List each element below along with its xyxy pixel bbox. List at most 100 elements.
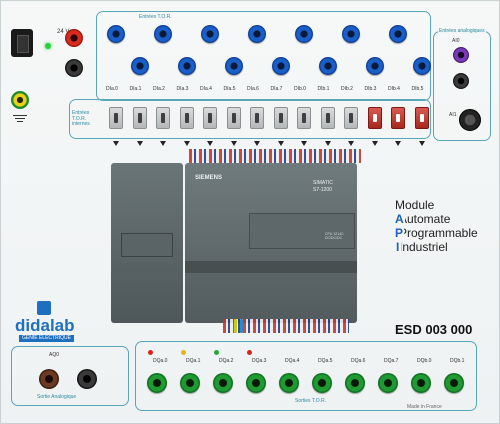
digital-outputs-frame-label: Sorties T.O.R. <box>295 398 327 404</box>
output-label: DQa.3 <box>252 358 267 364</box>
input-jack-dib-2[interactable] <box>342 25 360 43</box>
input-switch-6[interactable] <box>250 107 264 129</box>
ai-ground-jack[interactable] <box>453 73 469 89</box>
output-jack-dqa-6[interactable] <box>345 373 365 393</box>
input-switch-1[interactable] <box>132 107 147 129</box>
aq0-jack[interactable] <box>39 369 59 389</box>
plc-cpu: SIEMENS SIMATIC S7-1200 CPU 1214C DC/DC/… <box>185 163 357 323</box>
input-switch-2[interactable] <box>156 107 170 129</box>
input-label: DIa.0 <box>106 86 118 92</box>
output-jack-dqa-3[interactable] <box>246 373 266 393</box>
arrow-down-icon <box>183 141 190 146</box>
ai0-jack[interactable] <box>453 47 469 63</box>
earth-ground-icon <box>13 113 27 123</box>
ai1-potentiometer-knob[interactable] <box>459 109 481 131</box>
made-in-label: Made in France <box>407 404 442 410</box>
input-jack-dia-1[interactable] <box>130 57 149 75</box>
output-label: DQa.7 <box>384 358 399 364</box>
title-initial-p-glyph: P <box>395 226 404 240</box>
output-jack-dqa-4[interactable] <box>279 373 299 393</box>
input-label: DIa.6 <box>247 86 259 92</box>
input-jack-dia-0[interactable] <box>107 25 125 43</box>
aq-ground-jack[interactable] <box>77 369 97 389</box>
output-jack-dqa-1[interactable] <box>180 373 200 393</box>
arrow-down-icon <box>207 141 213 146</box>
output-jack-dqa-7[interactable] <box>378 373 398 393</box>
arrow-down-icon <box>324 141 331 146</box>
output-jack-dqb-0[interactable] <box>411 373 431 393</box>
output-label: DQa.0 <box>153 358 168 364</box>
input-switch-7[interactable] <box>273 107 288 129</box>
digital-inputs-frame <box>96 11 431 101</box>
input-jack-dia-3[interactable] <box>177 57 196 75</box>
title-line-4: Industriel <box>399 240 448 254</box>
input-switch-12[interactable] <box>391 107 405 129</box>
wire-yellow-green <box>234 319 237 333</box>
plus-24v-jack[interactable] <box>65 29 83 47</box>
ai1-label: AI1 <box>449 112 457 118</box>
output-label: DQa.2 <box>219 358 234 364</box>
analog-inputs-frame-label: Entrées analogiques <box>438 28 486 34</box>
input-label: DIb.3 <box>364 86 377 92</box>
input-jack-dia-4[interactable] <box>201 25 219 43</box>
input-jack-dib-5[interactable] <box>412 57 431 75</box>
input-switch-9[interactable] <box>320 107 335 129</box>
input-label: DIa.3 <box>176 86 189 92</box>
output-status-led <box>247 350 252 355</box>
internal-inputs-frame <box>69 99 431 139</box>
input-switch-0[interactable] <box>109 107 123 129</box>
input-jack-dia-5[interactable] <box>224 57 243 75</box>
analog-output-frame <box>11 346 129 406</box>
input-jack-dib-4[interactable] <box>389 25 407 43</box>
output-jack-dqa-0[interactable] <box>147 373 167 393</box>
plc-wiring-top <box>189 149 361 163</box>
input-jack-dib-3[interactable] <box>365 57 384 75</box>
output-label: DQa.5 <box>318 358 333 364</box>
input-jack-dia-7[interactable] <box>271 57 290 75</box>
plc-wiring-bottom <box>223 319 349 333</box>
input-jack-dia-2[interactable] <box>154 25 172 43</box>
output-status-led <box>181 350 186 355</box>
plc-model-line2: S7-1200 <box>313 187 332 193</box>
output-jack-dqa-5[interactable] <box>312 373 332 393</box>
input-switch-10[interactable] <box>344 107 358 129</box>
output-label: DQb.1 <box>450 358 465 364</box>
title-line-3: Programmable <box>399 226 478 240</box>
output-status-led <box>148 350 153 355</box>
plc-cpu-label: CPU 1214C DC/DC/DC <box>325 232 344 240</box>
internal-inputs-frame-label: Entrées T.O.R. internes <box>72 110 90 127</box>
power-switch[interactable] <box>11 29 33 57</box>
output-label: DQb.0 <box>417 358 432 364</box>
ground-jack-power[interactable] <box>65 59 83 77</box>
input-label: DIb.5 <box>411 86 424 92</box>
output-status-led <box>214 350 219 355</box>
digital-inputs-frame-label: Entrées T.O.R. <box>139 14 172 20</box>
input-jack-dia-6[interactable] <box>248 25 266 43</box>
input-switch-3[interactable] <box>179 107 194 129</box>
arrow-down-icon <box>254 141 260 146</box>
title-line-2: Automate <box>399 212 451 226</box>
plc-brand: SIEMENS <box>195 175 223 181</box>
input-switch-11[interactable] <box>367 107 382 129</box>
input-label: DIb.0 <box>294 86 306 92</box>
output-label: DQa.4 <box>285 358 300 364</box>
output-jack-dqb-1[interactable] <box>444 373 464 393</box>
didalab-logo-icon <box>37 301 51 315</box>
output-label: DQa.6 <box>351 358 366 364</box>
arrow-down-icon <box>277 141 284 146</box>
title-initial-i-glyph: I <box>396 240 400 254</box>
power-indicator-led <box>45 43 51 49</box>
arrow-down-icon <box>301 141 307 146</box>
input-jack-dib-0[interactable] <box>295 25 313 43</box>
output-jack-dqa-2[interactable] <box>213 373 233 393</box>
arrow-down-icon <box>160 141 166 146</box>
input-switch-8[interactable] <box>297 107 311 129</box>
input-switch-4[interactable] <box>203 107 217 129</box>
input-label: DIb.1 <box>317 86 330 92</box>
title-initial-a-glyph: A <box>395 212 404 226</box>
input-switch-5[interactable] <box>226 107 241 129</box>
title-initial-a <box>395 213 405 225</box>
input-jack-dib-1[interactable] <box>318 57 337 75</box>
earth-jack[interactable] <box>11 91 29 109</box>
input-switch-13[interactable] <box>414 107 429 129</box>
